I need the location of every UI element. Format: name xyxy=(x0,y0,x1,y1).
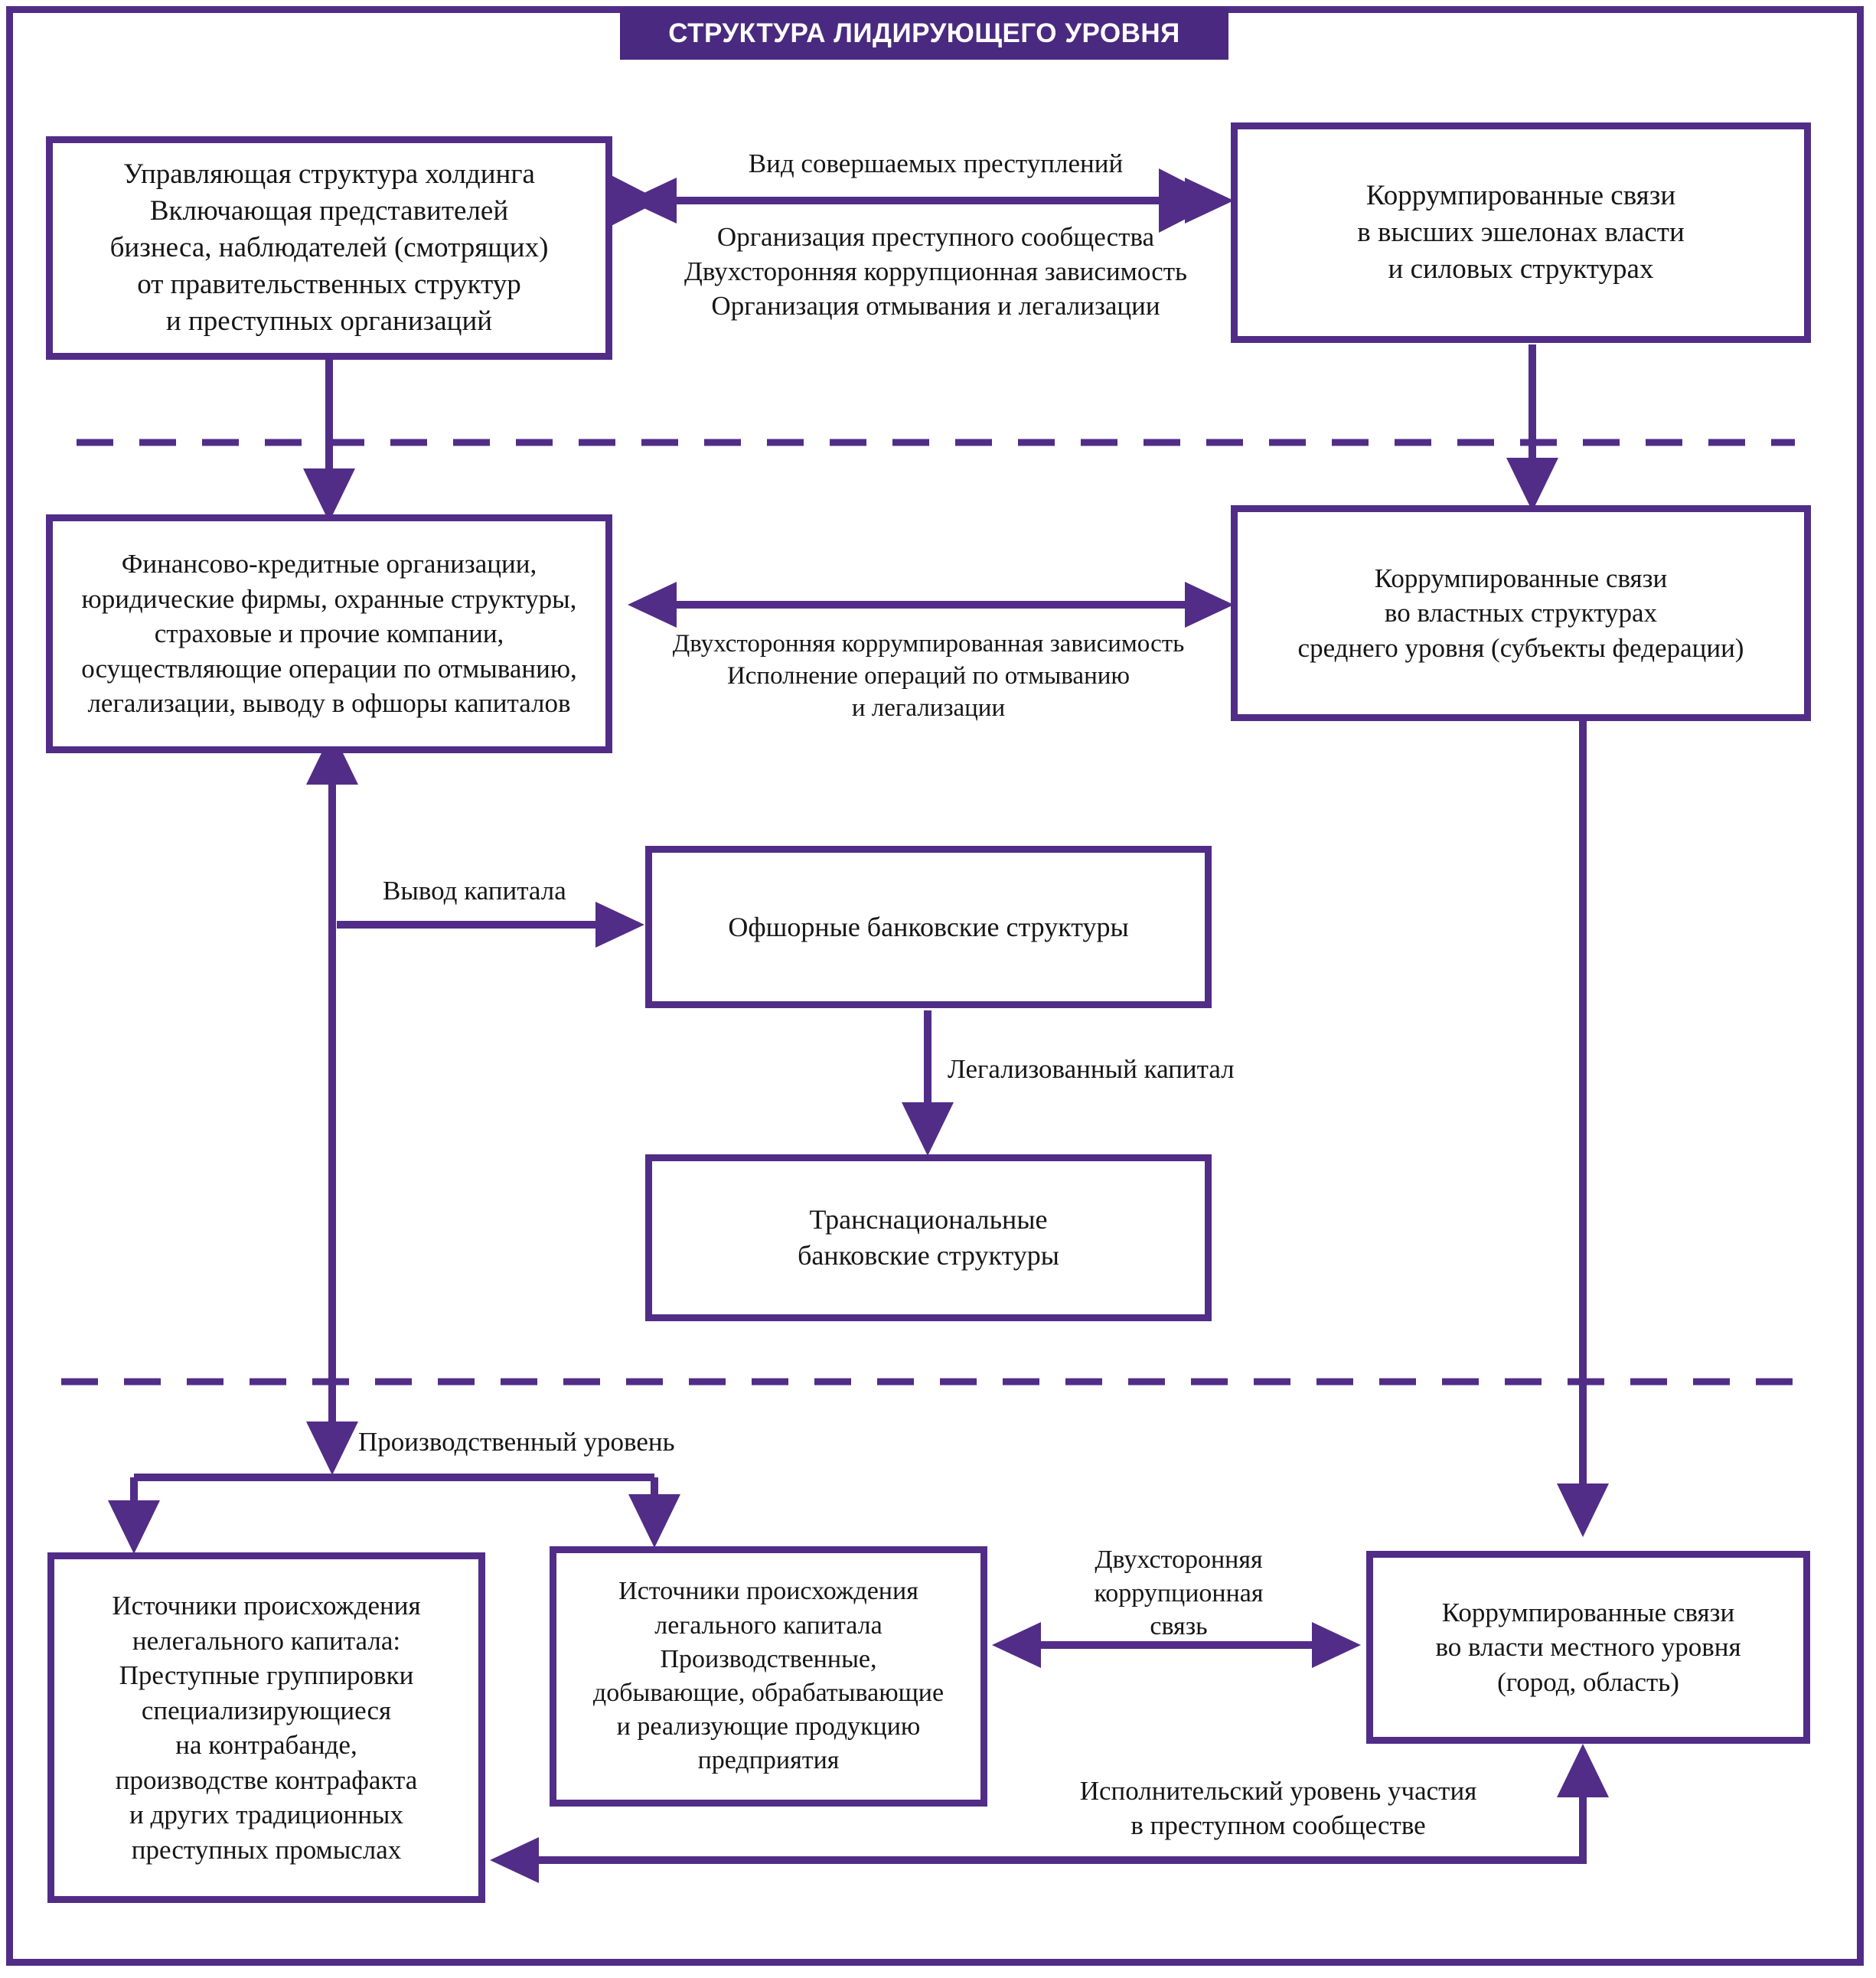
node-illegal-capital-sources-label: Источники происхождения нелегального кап… xyxy=(112,1591,421,1865)
node-financial-orgs[interactable]: Финансово-кредитные организации, юридиче… xyxy=(46,514,612,753)
node-corrupt-mid-power-label: Коррумпированные связи во властных струк… xyxy=(1297,563,1744,663)
node-corrupt-top-power-label: Коррумпированные связи в высших эшелонах… xyxy=(1357,179,1685,286)
edge-label-mutual-corruption-laundering: Двухсторонняя коррумпированная зависимос… xyxy=(672,630,1185,723)
arrowhead-offshore-left xyxy=(595,902,644,948)
production-split-bar xyxy=(130,1474,658,1516)
arrowhead-financial-right-left xyxy=(628,582,677,628)
node-legal-capital-sources-label: Источники происхождения легального капит… xyxy=(592,1577,945,1775)
edge-label-mutual-corruption-link: Двухсторонняя коррупционная связь xyxy=(1094,1546,1264,1641)
edge-label-executive-level: Исполнительский уровень участия в престу… xyxy=(1079,1776,1477,1840)
edge-label-crime-list: Организация преступного сообщества Двухс… xyxy=(684,222,1187,321)
node-financial-orgs-label: Финансово-кредитные организации, юридиче… xyxy=(81,549,577,719)
node-legal-capital-sources[interactable]: Источники происхождения легального капит… xyxy=(550,1546,987,1807)
edge-label-crime-type: Вид совершаемых преступлений xyxy=(748,149,1124,178)
node-offshore-banks-label: Офшорные банковские структуры xyxy=(728,911,1129,942)
page-title-banner: СТРУКТУРА ЛИДИРУЮЩЕГО УРОВНЯ xyxy=(620,8,1228,60)
arrowhead-illegal-sources-top xyxy=(108,1500,160,1554)
node-transnational-banks[interactable]: Транснациональные банковские структуры xyxy=(645,1154,1212,1321)
node-offshore-banks[interactable]: Офшорные банковские структуры xyxy=(645,846,1212,1008)
node-holding-management-label: Управляющая структура холдинга Включающа… xyxy=(109,158,549,338)
node-transnational-banks-label: Транснациональные банковские структуры xyxy=(798,1204,1059,1271)
arrowhead-mid-power-left-right xyxy=(1185,582,1234,628)
edge-label-capital-withdrawal: Вывод капитала xyxy=(383,876,566,906)
node-corrupt-local-power-label: Коррумпированные связи во власти местног… xyxy=(1435,1597,1741,1697)
arrowhead-production-down xyxy=(306,1421,358,1475)
arrowhead-transnational-top xyxy=(902,1102,954,1156)
arrowhead-local-power-top xyxy=(1557,1484,1609,1537)
arrowhead-holding-left xyxy=(628,178,677,224)
node-corrupt-local-power[interactable]: Коррумпированные связи во власти местног… xyxy=(1366,1551,1810,1744)
node-holding-management[interactable]: Управляющая структура холдинга Включающа… xyxy=(46,136,612,360)
arrowhead-mid-power-top xyxy=(1506,458,1558,511)
edge-label-production-level: Производственный уровень xyxy=(358,1427,675,1457)
edge-label-legalized-capital: Легализованный капитал xyxy=(948,1054,1235,1084)
arrowhead-legal-sources-top xyxy=(628,1494,680,1548)
arrowhead-top-power-right xyxy=(1185,178,1234,224)
arrowhead-illegal-sources-right xyxy=(490,1837,539,1883)
node-illegal-capital-sources[interactable]: Источники происхождения нелегального кап… xyxy=(47,1552,485,1903)
node-corrupt-mid-power[interactable]: Коррумпированные связи во властных струк… xyxy=(1231,505,1811,721)
node-corrupt-top-power[interactable]: Коррумпированные связи в высших эшелонах… xyxy=(1231,122,1811,343)
